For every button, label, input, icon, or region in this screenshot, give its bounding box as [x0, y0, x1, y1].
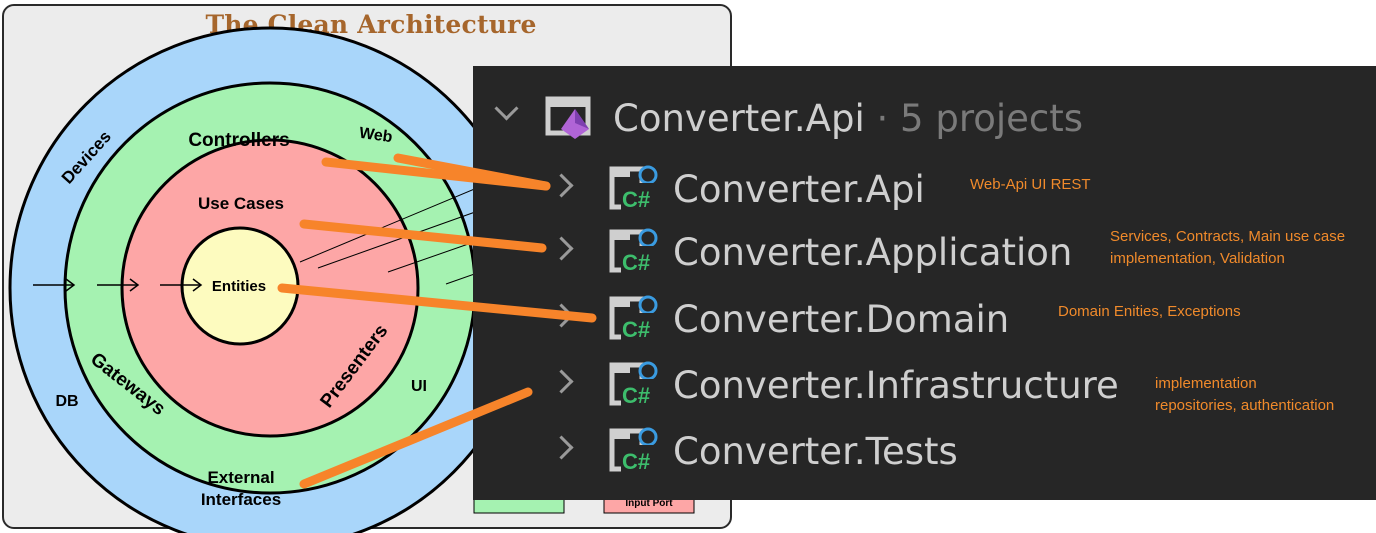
- project-name[interactable]: Converter.Tests: [673, 430, 958, 473]
- svg-text:C#: C#: [622, 317, 650, 342]
- project-note-1: Web-Api UI REST: [970, 174, 1091, 196]
- use-cases-label: Use Cases: [198, 194, 284, 213]
- legend-input-port: Input Port: [625, 498, 673, 509]
- project-note-3: Domain Enities, Exceptions: [1058, 301, 1241, 323]
- svg-text:C#: C#: [622, 250, 650, 275]
- project-name[interactable]: Converter.Domain: [673, 298, 1010, 341]
- external-interfaces-label-line2: Interfaces: [201, 490, 281, 509]
- project-name[interactable]: Converter.Application: [673, 231, 1073, 274]
- controllers-label: Controllers: [188, 130, 289, 151]
- csharp-project-icon: C#: [609, 295, 658, 342]
- chevron-right-icon[interactable]: [549, 303, 574, 328]
- project-row-5[interactable]: C# Converter.Tests: [473, 421, 1376, 481]
- csharp-project-icon: C#: [609, 361, 658, 408]
- svg-text:C#: C#: [622, 449, 650, 474]
- csharp-project-icon: C#: [609, 228, 658, 275]
- project-note-line: repositories, authentication: [1155, 397, 1335, 414]
- svg-text:C#: C#: [622, 383, 650, 408]
- chevron-down-icon[interactable]: [494, 96, 519, 121]
- project-row-2[interactable]: C# Converter.Application: [473, 222, 1376, 282]
- project-note-line: Domain Enities, Exceptions: [1058, 303, 1241, 320]
- project-name[interactable]: Converter.Api: [673, 168, 925, 211]
- project-row-3[interactable]: C# Converter.Domain: [473, 289, 1376, 349]
- project-note-line: Services, Contracts, Main use case: [1110, 228, 1346, 245]
- solution-icon: [545, 96, 591, 139]
- csharp-project-icon: C#: [609, 427, 658, 474]
- solution-title: Converter.Api · 5 projects: [613, 100, 1083, 137]
- csharp-project-icon: C#: [609, 165, 658, 212]
- chevron-right-icon[interactable]: [549, 173, 574, 198]
- ui-label: UI: [411, 378, 427, 395]
- external-interfaces-label-line1: External: [207, 468, 274, 487]
- project-count: 5 projects: [900, 97, 1084, 140]
- entities-label: Entities: [212, 278, 266, 295]
- project-note-2: Services, Contracts, Main use case implem…: [1110, 226, 1345, 270]
- project-row-4[interactable]: C# Converter.Infrastructure: [473, 355, 1376, 415]
- solution-name: Converter.Api: [613, 97, 865, 140]
- svg-text:C#: C#: [622, 187, 650, 212]
- project-row-1[interactable]: C# Converter.Api: [473, 159, 1376, 219]
- solution-separator: ·: [864, 97, 901, 140]
- chevron-right-icon[interactable]: [549, 236, 574, 261]
- solution-explorer-panel: Converter.Api · 5 projects C# Converter.…: [473, 66, 1376, 500]
- chevron-right-icon[interactable]: [549, 369, 574, 394]
- project-note-line: implementation, Validation: [1110, 250, 1285, 267]
- solution-row[interactable]: Converter.Api · 5 projects: [473, 88, 1376, 148]
- project-name[interactable]: Converter.Infrastructure: [673, 364, 1119, 407]
- web-label: Web: [358, 125, 394, 147]
- chevron-right-icon[interactable]: [549, 435, 574, 460]
- project-note-line: implementation: [1155, 375, 1257, 392]
- project-note-line: Web-Api UI REST: [970, 176, 1091, 193]
- project-note-4: implementation repositories, authenticati…: [1155, 373, 1334, 417]
- db-label: DB: [55, 393, 78, 410]
